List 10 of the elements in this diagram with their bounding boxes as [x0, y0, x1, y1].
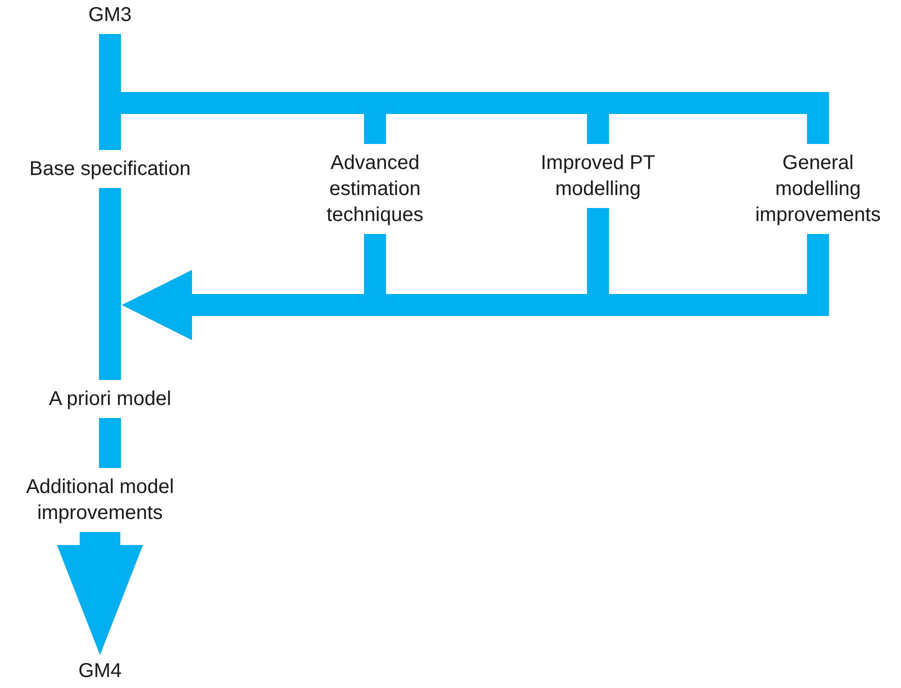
- node-label: Advanced estimation techniques: [326, 151, 424, 228]
- node-label: Improved PT modelling: [540, 151, 656, 202]
- node-label: General modelling improvements: [754, 151, 882, 228]
- node-label: GM4: [78, 659, 122, 684]
- node-label: Base specification: [29, 157, 191, 182]
- node-label: GM3: [88, 3, 132, 28]
- connector-arrow: [57, 532, 143, 655]
- connector-line: [99, 188, 121, 380]
- node-label: Additional model improvements: [25, 475, 175, 526]
- node-label: A priori model: [48, 387, 172, 412]
